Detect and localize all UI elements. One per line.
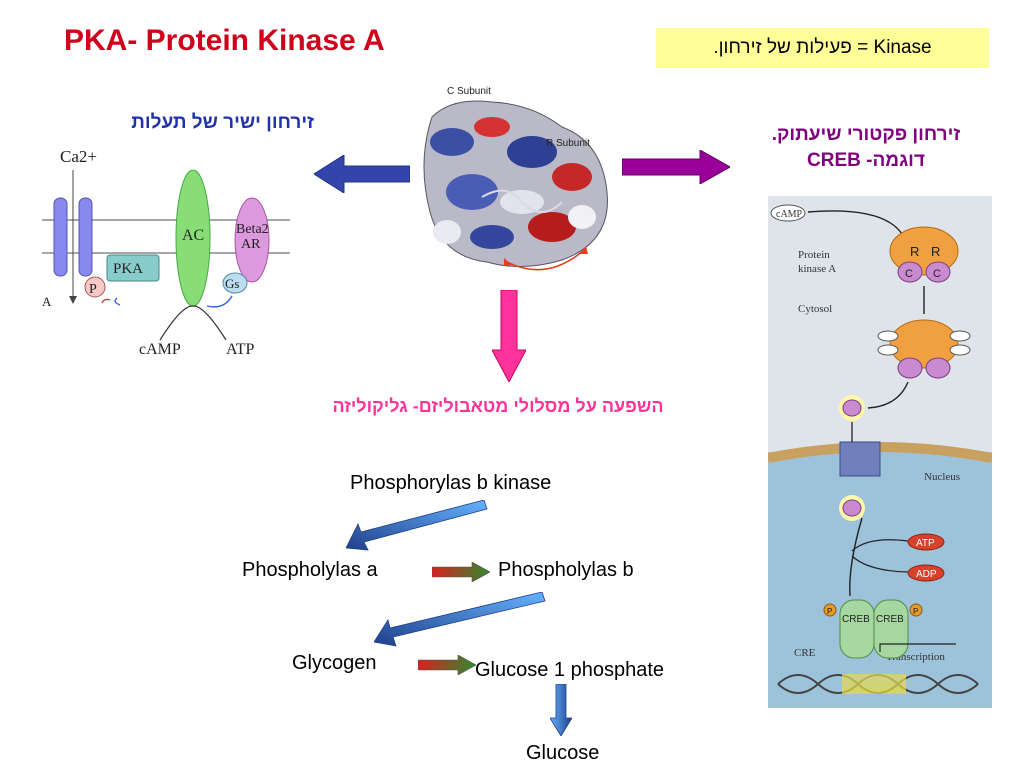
hinge-arrowhead-left <box>504 258 512 266</box>
atp-label: ATP <box>226 341 255 358</box>
metabolism-heading: השפעה על מסלולי מטאבוליזם- גליקוליזה <box>332 396 664 416</box>
free-c-subunit <box>842 399 862 417</box>
gs-ac-arrow <box>206 295 233 308</box>
peptide-ribbon <box>481 189 563 213</box>
camp-label: cAMP <box>139 341 181 358</box>
right-arrow <box>622 150 730 184</box>
to-creb-arrow <box>849 517 863 597</box>
beta-label-1: Beta2 <box>236 222 269 237</box>
a-b-conversion-arrow <box>432 562 490 582</box>
pka-arrow-blue <box>114 297 121 306</box>
c-subunit-label: C Subunit <box>447 86 491 97</box>
atp-camp-conversion <box>159 305 227 341</box>
g1p-to-glucose-arrow <box>550 684 572 736</box>
glucose-1-phosphate-label: Glucose 1 phosphate <box>475 659 665 681</box>
atp-oval <box>907 533 945 551</box>
pka-box <box>106 254 160 282</box>
r-subunit-label: R Subunit <box>546 138 590 149</box>
adp-oval <box>907 564 945 582</box>
ca-label: Ca2+ <box>60 147 97 166</box>
release-arrow <box>867 381 909 409</box>
transcription-factor-heading-line2: דוגמה- CREB <box>807 150 925 171</box>
b-to-glycogen-arrow <box>374 592 546 647</box>
phosphate-circle <box>84 276 106 298</box>
pka-structure-image: C Subunit R Subunit <box>412 82 622 274</box>
gs-protein <box>222 272 248 294</box>
cytosol-area <box>768 196 992 452</box>
channel-diagram: Ca2+ AC Beta2 AR PKA P Gs cAMP ATP A <box>42 140 290 368</box>
nuclear-c-subunit <box>842 499 862 517</box>
ac-label: AC <box>182 227 204 244</box>
c-label-2: C <box>933 268 941 280</box>
ca-flow-arrowhead <box>69 296 77 304</box>
camp-oval <box>770 204 806 222</box>
glycogen-g1p-arrow <box>418 655 476 675</box>
beta2-receptor <box>234 197 270 283</box>
channel-phosphorylation-heading: זירחון ישיר של תעלות <box>131 112 314 133</box>
phosphorylase-kinase-label: Phosphorylas b kinase <box>350 472 552 494</box>
creb-label-1: CREB <box>842 614 870 625</box>
c-label-1: C <box>905 268 913 280</box>
atp-arrow <box>851 539 909 552</box>
ion-channel-right <box>78 197 93 277</box>
pka-with-camp <box>877 319 971 379</box>
phosphorylase-a-label: Phospholylas a <box>242 559 378 581</box>
creb-label-2: CREB <box>876 614 904 625</box>
cre-label: CRE <box>794 647 816 659</box>
pka-holoenzyme: R R C C <box>889 226 959 283</box>
creb-pathway-diagram: cAMP Protein kinase A Cytosol Nucleus CR… <box>768 196 992 708</box>
transcription-arrow <box>879 643 956 652</box>
ion-channel-left <box>53 197 68 277</box>
protein-kinase-label-2: kinase A <box>798 263 836 275</box>
left-arrow <box>314 155 410 193</box>
kinase-definition-box: Kinase = פעילות של זירחון. <box>656 28 989 68</box>
glucose-label: Glucose <box>526 742 600 764</box>
r-label-1: R <box>910 244 919 259</box>
r-label-2: R <box>931 244 940 259</box>
creb-atp-label: ATP <box>916 538 935 549</box>
down-arrow <box>492 290 526 382</box>
kinase-to-a-arrow <box>346 500 488 551</box>
pka-label: PKA <box>113 261 143 277</box>
hinge-arrowhead-right <box>580 246 588 254</box>
transcription-factor-heading: זירחון פקטורי שיעתוק. דוגמה- CREB <box>740 122 992 174</box>
camp-to-pka-arrow <box>807 210 903 235</box>
pka-arrow-red <box>101 298 111 304</box>
creb-camp-label: cAMP <box>776 209 803 220</box>
edge-a-label: A <box>42 294 52 309</box>
hinge-motion-arrow <box>506 249 585 271</box>
page-title: PKA- Protein Kinase A <box>64 24 385 57</box>
cytosol-label: Cytosol <box>798 303 832 315</box>
glycogen-label: Glycogen <box>292 652 377 674</box>
nucleus-label: Nucleus <box>924 471 960 483</box>
cre-site <box>842 674 906 694</box>
creb-p-label-1: P <box>827 607 832 616</box>
beta-label-2: AR <box>241 237 261 252</box>
transcription-factor-heading-line1: זירחון פקטורי שיעתוק. <box>771 124 961 145</box>
nucleus-area <box>768 452 992 708</box>
creb-adp-label: ADP <box>916 569 937 580</box>
p-label: P <box>89 282 97 297</box>
protein-surface-patches <box>430 117 596 249</box>
adp-arrow <box>851 555 909 573</box>
creb-p-label-2: P <box>913 607 918 616</box>
protein-kinase-label-1: Protein <box>798 249 830 261</box>
phosphorylase-b-label: Phospholylas b <box>498 559 634 581</box>
nuclear-pore <box>839 441 881 477</box>
gs-label: Gs <box>225 276 239 291</box>
